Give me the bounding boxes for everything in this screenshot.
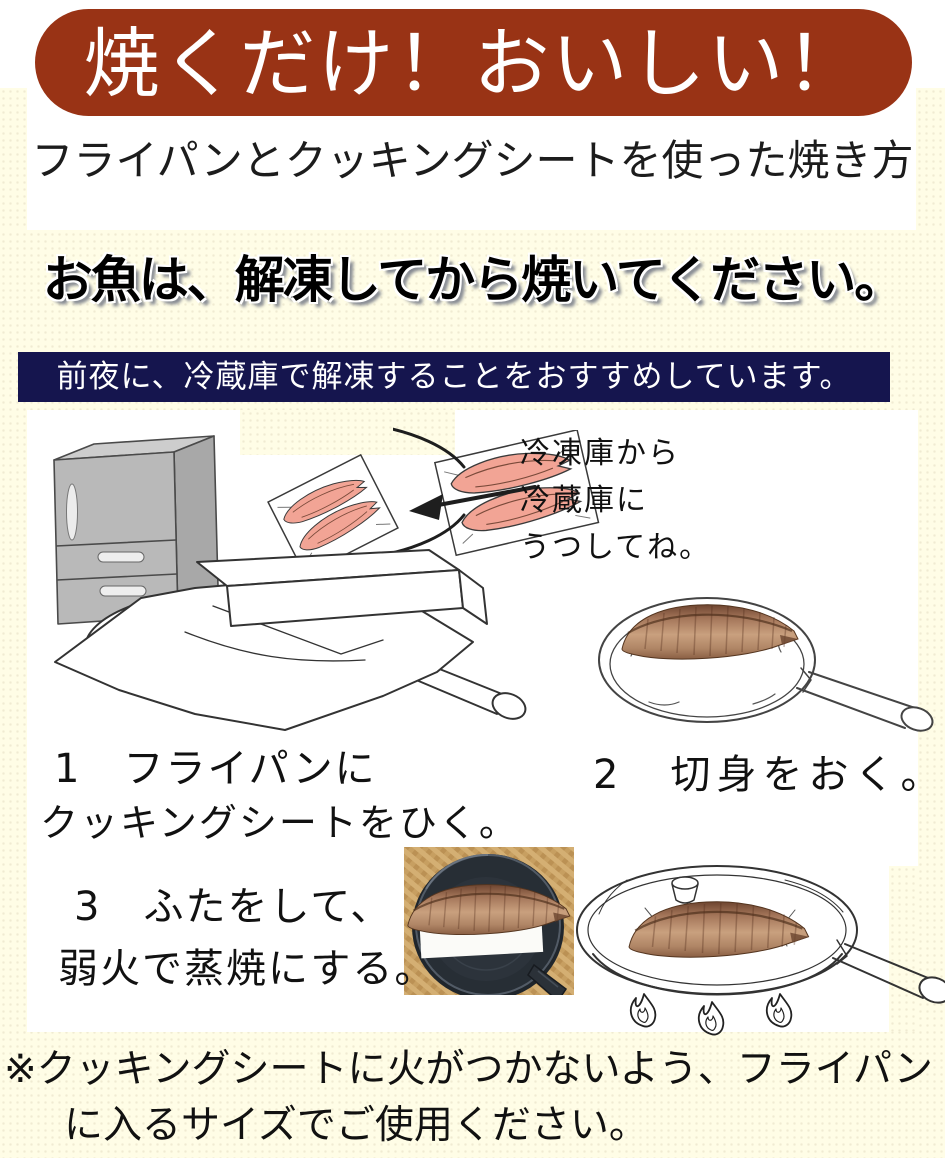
step-1-label: 1 フライパンに クッキングシートをひく。 [40, 742, 519, 850]
lid-knob [671, 876, 699, 904]
bubble-text: 冷凍庫から 冷蔵庫に うつしてね。 [520, 430, 711, 571]
flame-icon [697, 1001, 725, 1036]
footnote-line-1: ※クッキングシートに火がつかないよう、フライパン [4, 1047, 933, 1092]
flame-icon [629, 993, 657, 1028]
subtitle: フライパンとクッキングシートを使った焼き方 [31, 136, 914, 185]
speech-bubble-outline [393, 427, 466, 555]
step-3-line-2: 弱火で蒸焼にする。 [58, 946, 437, 992]
header-section: 焼くだけ！おいしい！ フライパンとクッキングシートを使った焼き方 [0, 0, 945, 230]
title-banner: 焼くだけ！おいしい！ [35, 9, 912, 116]
bubble-line: 冷蔵庫に [520, 483, 648, 518]
step-1-line-1: 1 フライパンに [54, 746, 377, 792]
lidded-pan-flames-icon [576, 865, 945, 1036]
headline: お魚は、解凍してから焼いてください。 [42, 250, 905, 309]
speech-bubble-icon [393, 427, 537, 555]
footnote: ※クッキングシートに火がつかないよう、フライパン に入るサイズでご使用ください。 [4, 1042, 933, 1154]
frying-pan-photo [404, 847, 574, 995]
flame-icon [765, 993, 793, 1028]
frying-pan-fillet-icon [598, 597, 934, 732]
step-3-line-1: 3 ふたをして、 [74, 884, 393, 930]
page-title: 焼くだけ！おいしい！ [83, 19, 864, 108]
bubble-line: 冷凍庫から [520, 436, 680, 471]
frying-pan-cooking-sheet-icon [54, 549, 527, 731]
step-2-label: 2 切身をおく。 [593, 748, 945, 802]
bubble-line: うつしてね。 [520, 530, 712, 565]
background-patch [889, 866, 918, 1032]
background-patch [240, 410, 455, 455]
background-corner-right [916, 88, 945, 230]
notice-bar: 前夜に、冷蔵庫で解凍することをおすすめしています。 [18, 352, 890, 402]
step-3-label: 3 ふたをして、 弱火で蒸焼にする。 [58, 876, 436, 1000]
pan-handle [527, 963, 568, 995]
arrow-icon [409, 485, 537, 520]
footnote-line-2: に入るサイズでご使用ください。 [64, 1103, 648, 1148]
background-corner-left [0, 88, 27, 230]
step-1-line-2: クッキングシートをひく。 [40, 801, 519, 845]
step-2-line-1: 2 切身をおく。 [593, 752, 945, 798]
